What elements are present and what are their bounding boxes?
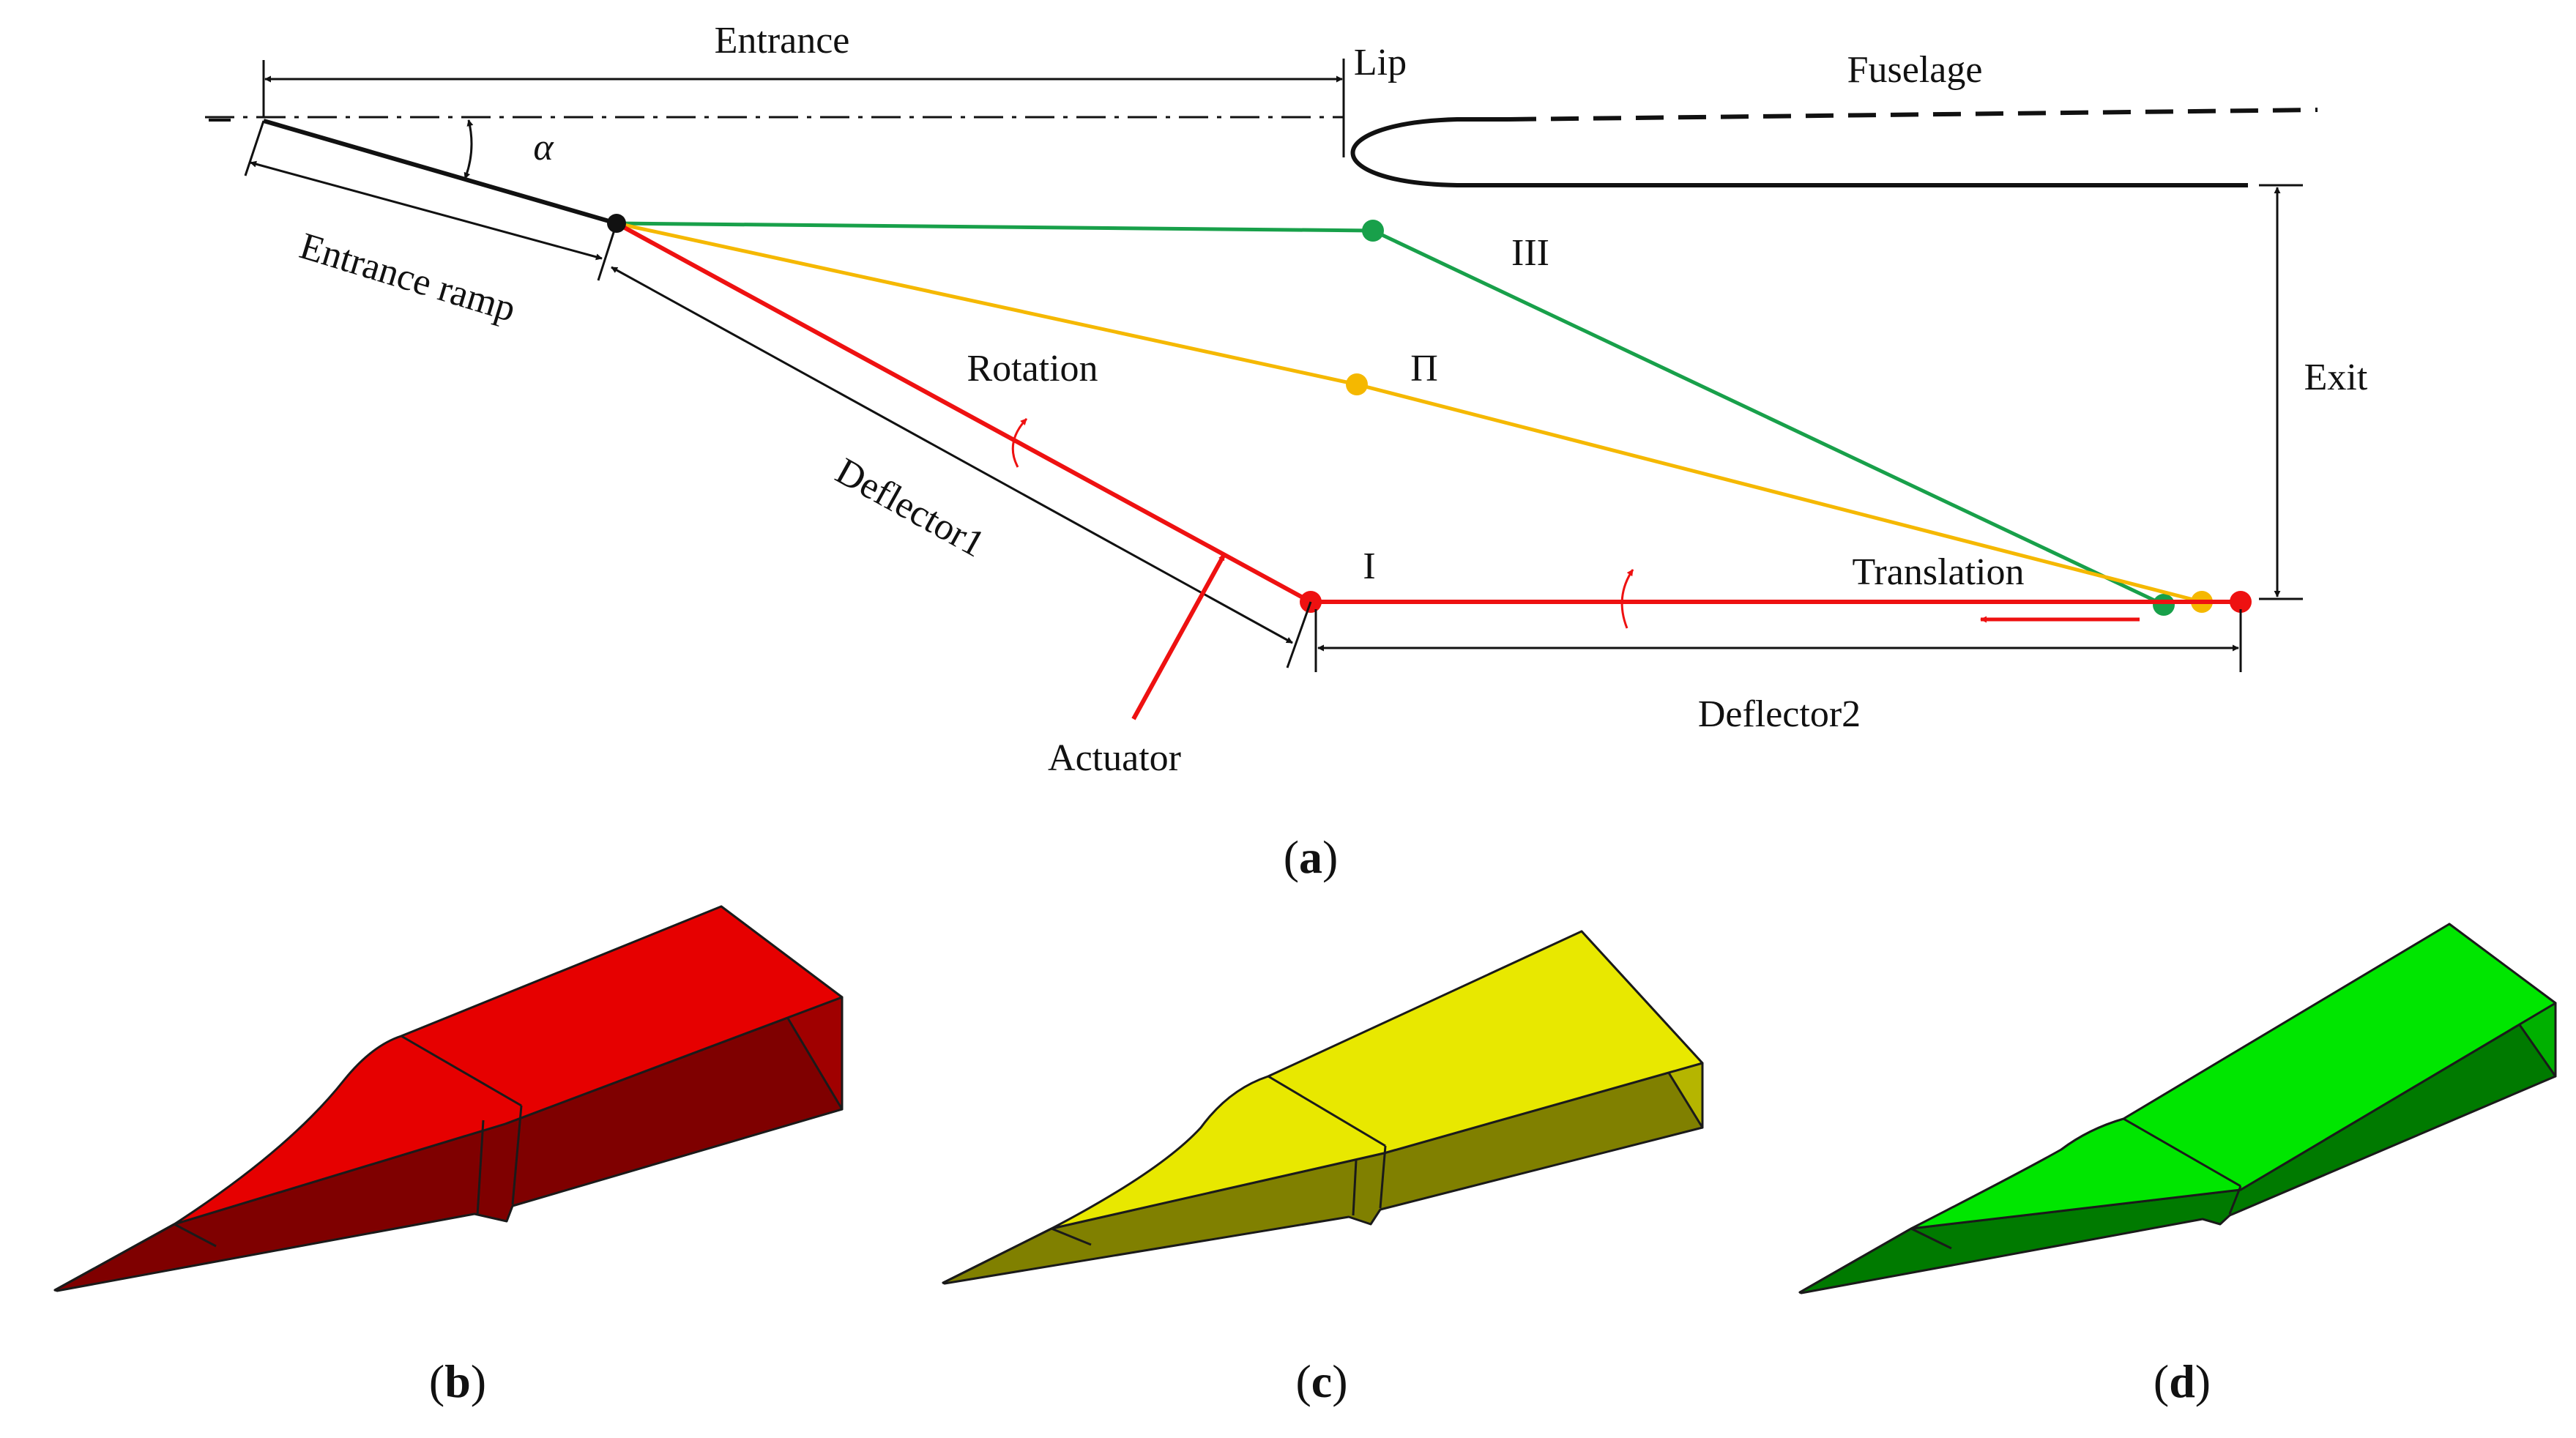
caption-d: (d) — [2154, 1355, 2211, 1407]
ramp-hinge — [607, 214, 626, 233]
model-c-top-face — [942, 930, 1704, 1284]
actuator-arrow — [1131, 553, 1226, 720]
deflector1-dimension-arrow — [611, 266, 1293, 644]
model-c-edge-2 — [1352, 1160, 1358, 1216]
stage-two-label: П — [1410, 348, 1438, 390]
model-b-edge-2 — [476, 1120, 485, 1216]
config-three-line — [616, 221, 2165, 607]
config-three-joint — [1362, 220, 1384, 242]
model-d-crease-1 — [2123, 1117, 2241, 1188]
config-one-end — [2230, 591, 2252, 613]
exit-label: Exit — [2304, 357, 2368, 398]
caption-a: (a) — [1284, 831, 1339, 883]
rotation-label: Rotation — [967, 348, 1098, 390]
model-c-yellow — [942, 930, 1704, 1285]
entrance-ramp-dimension-arrow — [250, 160, 603, 261]
actuator-label: Actuator — [1048, 737, 1181, 779]
model-d-green — [1798, 923, 2557, 1294]
ramp-extension-right — [597, 223, 618, 281]
caption-c: (c) — [1295, 1355, 1347, 1407]
entrance-ramp-label: Entrance ramp — [295, 225, 521, 330]
model-c-crease-1 — [1267, 1075, 1386, 1147]
lip-contour — [1350, 117, 2248, 187]
alpha-label: α — [533, 127, 554, 168]
config-two-line — [616, 221, 2203, 604]
stage-three-label: III — [1511, 232, 1549, 274]
translation-rotation-icon — [1620, 569, 1634, 629]
deflector1-label: Deflector1 — [829, 450, 991, 566]
model-c-edge-1 — [1379, 1145, 1387, 1209]
caption-b: (b) — [429, 1355, 486, 1407]
model-b-red — [53, 905, 844, 1292]
schematic-panel-a: Entrance Lip Fuselage Exit Entrance ramp… — [205, 20, 2368, 883]
model-b-crease-1 — [401, 1035, 522, 1107]
model-d-top-face — [1798, 923, 2557, 1294]
stage-one-label: I — [1363, 545, 1375, 587]
caption-d-letter: d — [2169, 1355, 2195, 1407]
rotation-arrow-icon — [1011, 417, 1028, 468]
entrance-ramp-line — [263, 119, 617, 226]
model-b-top-face — [53, 905, 844, 1292]
model-d-edge-1 — [2228, 1185, 2242, 1215]
caption-c-letter: c — [1311, 1355, 1332, 1407]
lip-label: Lip — [1354, 42, 1407, 83]
caption-b-letter: b — [444, 1355, 471, 1407]
fuselage-dashed-line — [1508, 108, 2318, 122]
model-c-crease-2 — [1051, 1227, 1092, 1246]
deflector2-label: Deflector2 — [1698, 693, 1861, 735]
alpha-angle-arc — [464, 119, 474, 179]
translation-label: Translation — [1853, 551, 2025, 593]
entrance-label: Entrance — [715, 20, 850, 62]
model-b-crease-2 — [174, 1223, 217, 1248]
config-two-joint — [1346, 373, 1368, 395]
fuselage-label: Fuselage — [1847, 49, 1983, 91]
ramp-extension-left — [244, 120, 265, 176]
caption-a-letter: a — [1299, 831, 1322, 883]
config-three-end — [2153, 594, 2175, 616]
model-b-edge-1 — [511, 1105, 523, 1205]
deflector1-extension — [1286, 601, 1312, 668]
config-one-line — [615, 221, 2241, 604]
model-d-crease-2 — [1910, 1227, 1952, 1250]
